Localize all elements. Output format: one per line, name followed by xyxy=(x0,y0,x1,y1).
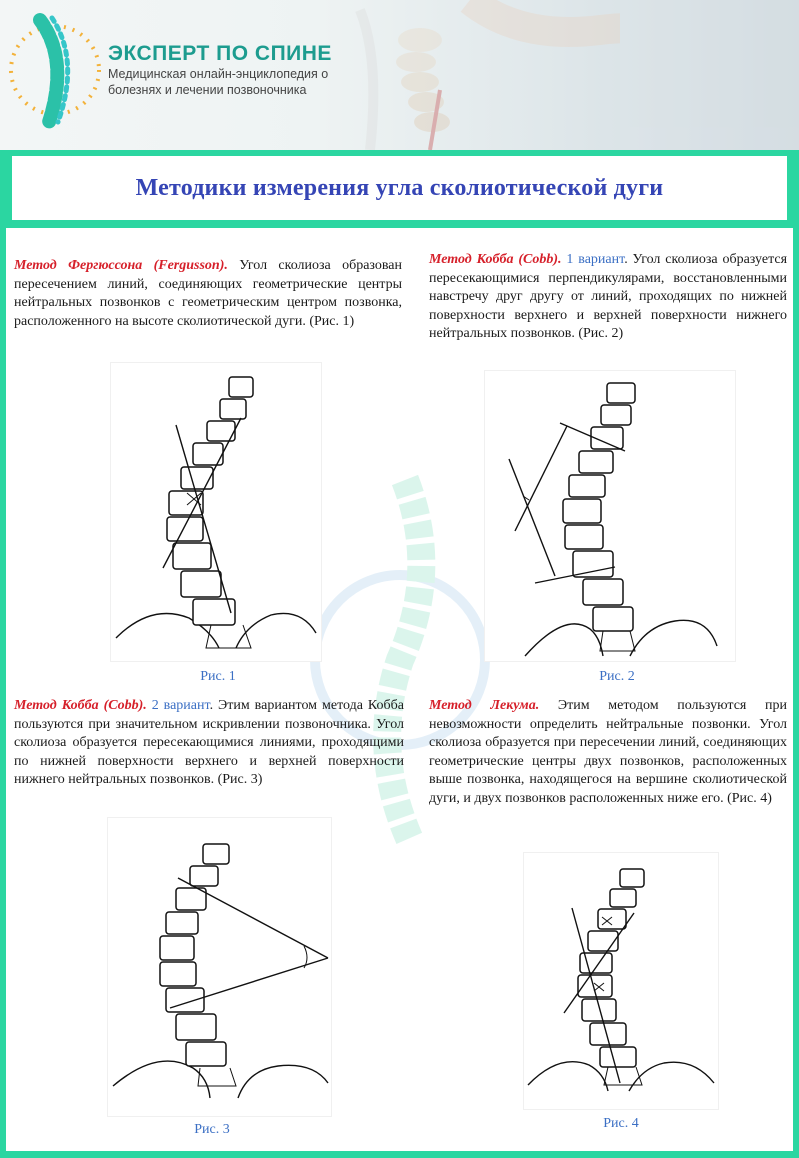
figure-1 xyxy=(110,362,322,662)
method-name: Метод Лекума. xyxy=(429,698,540,713)
method-description: Угол сколиоза образован пересечением лин… xyxy=(14,258,402,329)
method-description: . Угол сколиоза образуется пересекающими… xyxy=(429,252,788,342)
title-box: Методики измерения угла сколиотической д… xyxy=(12,156,787,220)
brand-subtitle: Медицинская онлайн-энциклопедия о болезн… xyxy=(108,67,329,97)
figure-2 xyxy=(484,370,736,662)
figure-2-caption: Рис. 2 xyxy=(599,669,635,684)
logo-icon xyxy=(9,13,101,132)
method-name: Метод Фергюссона (Fergusson). xyxy=(14,258,228,273)
method-name: Метод Кобба (Cobb). xyxy=(14,698,147,713)
figure-1-caption: Рис. 1 xyxy=(200,669,236,684)
method-cobb-2-text: Метод Кобба (Cobb). 2 вариант. Этим вари… xyxy=(14,697,404,790)
brand-title: ЭКСПЕРТ ПО СПИНЕ xyxy=(108,42,332,65)
figure-4-caption: Рис. 4 xyxy=(603,1116,639,1131)
frame-bottom xyxy=(0,1151,799,1158)
method-description: Этим методом пользуются при невозможност… xyxy=(429,698,787,806)
site-header: ЭКСПЕРТ ПО СПИНЕ Медицинская онлайн-энци… xyxy=(0,0,799,150)
method-lekum-text: Метод Лекума. Этим методом пользуются пр… xyxy=(429,697,787,809)
method-description: . Этим вариантом метода Кобба пользуются… xyxy=(14,698,404,788)
header-decoration xyxy=(9,0,799,150)
method-variant: 2 вариант xyxy=(146,698,210,713)
method-cobb-1-text: Метод Кобба (Cobb). 1 вариант. Угол скол… xyxy=(429,251,787,344)
figure-3 xyxy=(107,817,332,1117)
figure-3-caption: Рис. 3 xyxy=(194,1122,230,1137)
frame-right xyxy=(793,228,799,1158)
method-name: Метод Кобба (Cobb). xyxy=(429,252,562,267)
frame-left xyxy=(0,228,6,1158)
page-title: Методики измерения угла сколиотической д… xyxy=(135,174,664,201)
method-variant: 1 вариант xyxy=(561,252,625,267)
method-fergusson-text: Метод Фергюссона (Fergusson). Угол сколи… xyxy=(14,257,402,331)
figure-4 xyxy=(523,852,719,1110)
